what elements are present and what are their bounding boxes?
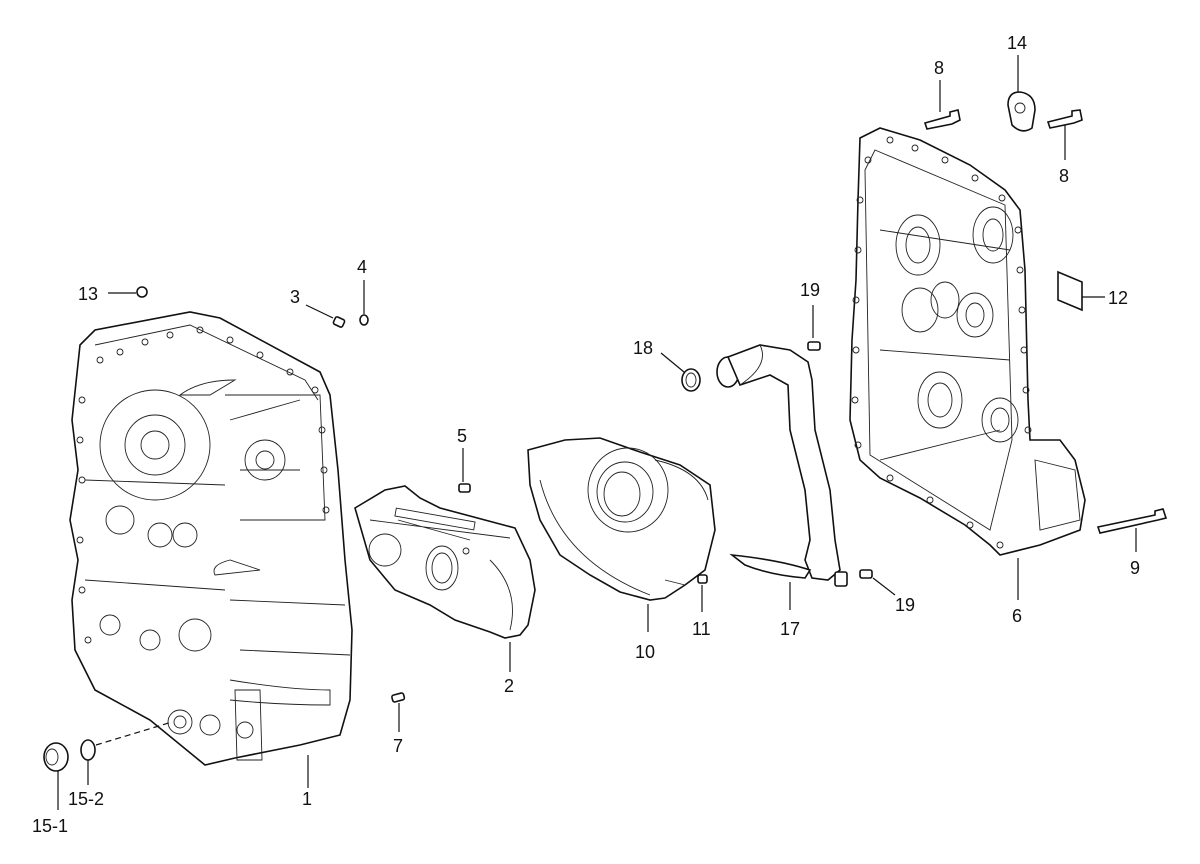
part-12-plate: 12 <box>1057 270 1128 312</box>
callout-7: 7 <box>393 736 403 756</box>
callout-13: 13 <box>78 284 98 304</box>
part-11-screw: 11 <box>692 574 711 639</box>
part-19-screw-lower: 19 <box>859 569 915 615</box>
callout-9: 9 <box>1130 558 1140 578</box>
part-1-housing <box>69 311 353 766</box>
part-14-flange: 14 <box>1007 33 1036 132</box>
part-15-1-cap: 15-1 <box>32 742 69 836</box>
part-13-plug: 13 <box>78 284 148 304</box>
part-6-rear-cover: 6 <box>849 127 1086 626</box>
callout-5: 5 <box>457 426 467 446</box>
part-10-shroud: 10 <box>527 437 716 662</box>
callout-3: 3 <box>290 287 300 307</box>
callout-8-right: 8 <box>1059 166 1069 186</box>
callout-19-upper: 19 <box>800 280 820 300</box>
part-5-screw: 5 <box>457 426 471 493</box>
callout-14: 14 <box>1007 33 1027 53</box>
callout-11: 11 <box>692 619 711 639</box>
callout-6: 6 <box>1012 606 1022 626</box>
callout-1: 1 <box>302 789 312 809</box>
part-18-oring: 18 <box>633 338 701 392</box>
callout-8-left: 8 <box>934 58 944 78</box>
part-8-bolt-left: 8 <box>923 58 961 130</box>
callout-10: 10 <box>635 642 655 662</box>
part-19-screw-upper: 19 <box>800 280 821 351</box>
part-2-baffle: 2 <box>354 485 536 696</box>
callout-18: 18 <box>633 338 653 358</box>
callout-19-lower: 19 <box>895 595 915 615</box>
callout-12: 12 <box>1108 288 1128 308</box>
part-3-pin: 3 <box>290 287 346 328</box>
part-4-ring: 4 <box>357 257 369 326</box>
callout-4: 4 <box>357 257 367 277</box>
callout-15-2: 15-2 <box>68 789 104 809</box>
part-17-oil-pipe: 17 <box>716 344 848 639</box>
callout-2: 2 <box>504 676 514 696</box>
part-8-bolt-right: 8 <box>1046 109 1083 186</box>
callout-15-1: 15-1 <box>32 816 68 836</box>
callout-17: 17 <box>780 619 800 639</box>
part-7-pin: 7 <box>391 692 406 756</box>
part-15-2-oring: 15-2 <box>68 721 173 809</box>
part-9-long-bolt: 9 <box>1096 508 1168 578</box>
